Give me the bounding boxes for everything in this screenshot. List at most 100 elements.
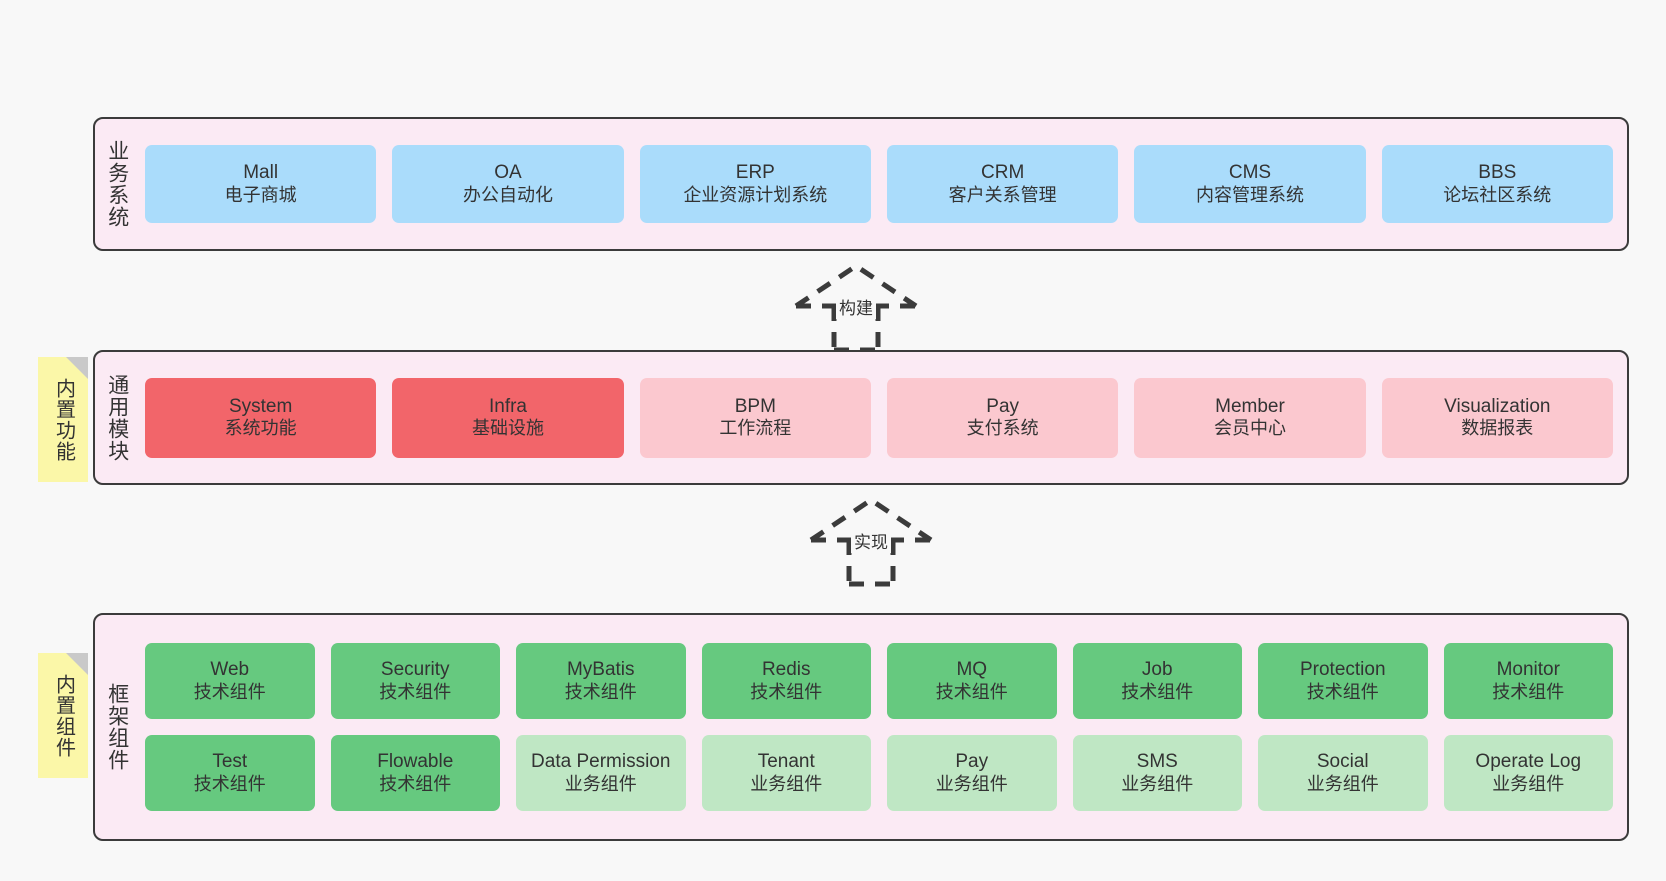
card-subtitle: 技术组件 — [193, 773, 266, 794]
card-title: CMS — [1228, 162, 1272, 184]
card-monitor[interactable]: Monitor 技术组件 — [1443, 643, 1613, 719]
card-subtitle: 办公自动化 — [462, 184, 553, 205]
card-oa[interactable]: OA 办公自动化 — [392, 145, 624, 223]
layer-label-framework-components: 框架组件 — [105, 683, 129, 771]
card-subtitle: 数据报表 — [1461, 418, 1534, 439]
card-title: Mall — [243, 162, 279, 184]
card-title: Member — [1215, 395, 1285, 417]
layer-body-business-systems: Mall 电子商城 OA 办公自动化 ERP 企业资源计划系统 CRM 客户关系… — [139, 119, 1627, 249]
card-data-permission[interactable]: Data Permission 业务组件 — [516, 735, 686, 811]
card-flowable[interactable]: Flowable 技术组件 — [330, 735, 500, 811]
sticky-note-builtin-components: 内置组件 — [38, 653, 88, 778]
sticky-note-label: 内置组件 — [52, 673, 75, 758]
card-title: Pay — [955, 751, 989, 773]
card-title: Infra — [488, 395, 527, 417]
card-row: System 系统功能 Infra 基础设施 BPM 工作流程 Pay 支付系统… — [145, 377, 1613, 458]
card-tenant[interactable]: Tenant 业务组件 — [701, 735, 871, 811]
card-title: CRM — [981, 162, 1025, 184]
card-subtitle: 技术组件 — [564, 681, 637, 702]
card-subtitle: 论坛社区系统 — [1443, 184, 1552, 205]
card-crm[interactable]: CRM 客户关系管理 — [886, 145, 1119, 223]
card-infra[interactable]: Infra 基础设施 — [392, 377, 624, 458]
card-title: Redis — [761, 659, 811, 681]
card-cms[interactable]: CMS 内容管理系统 — [1134, 145, 1366, 223]
layer-body-common-modules: System 系统功能 Infra 基础设施 BPM 工作流程 Pay 支付系统… — [139, 352, 1627, 483]
card-mq[interactable]: MQ 技术组件 — [887, 643, 1057, 719]
card-row: Web 技术组件 Security 技术组件 MyBatis 技术组件 Redi… — [145, 643, 1613, 719]
card-title: Pay — [986, 395, 1020, 417]
card-subtitle: 技术组件 — [193, 681, 266, 702]
card-redis[interactable]: Redis 技术组件 — [701, 643, 871, 719]
card-security[interactable]: Security 技术组件 — [330, 643, 500, 719]
card-subtitle: 客户关系管理 — [948, 184, 1057, 205]
connector-implement: 实现 — [781, 490, 961, 587]
card-subtitle: 技术组件 — [379, 681, 452, 702]
card-member[interactable]: Member 会员中心 — [1134, 377, 1366, 458]
card-subtitle: 业务组件 — [564, 773, 637, 794]
layer-business-systems: 业务系统 Mall 电子商城 OA 办公自动化 ERP 企业资源计划系统 CRM… — [93, 117, 1629, 251]
card-subtitle: 技术组件 — [1492, 681, 1565, 702]
card-subtitle: 会员中心 — [1213, 418, 1286, 439]
card-subtitle: 基础设施 — [471, 418, 544, 439]
card-title: Protection — [1299, 659, 1386, 681]
card-title: System — [228, 395, 293, 417]
card-title: MyBatis — [566, 659, 635, 681]
card-subtitle: 技术组件 — [379, 773, 452, 794]
card-title: ERP — [735, 162, 775, 184]
card-title: SMS — [1136, 751, 1178, 773]
card-subtitle: 电子商城 — [224, 184, 297, 205]
card-subtitle: 支付系统 — [966, 418, 1039, 439]
sticky-note-builtin-features: 内置功能 — [38, 357, 88, 482]
card-subtitle: 业务组件 — [1492, 773, 1565, 794]
card-system[interactable]: System 系统功能 — [145, 377, 377, 458]
card-title: BBS — [1478, 162, 1517, 184]
card-job[interactable]: Job 技术组件 — [1072, 643, 1242, 719]
card-subtitle: 技术组件 — [1306, 681, 1379, 702]
connector-label-build: 构建 — [836, 294, 876, 319]
card-pay-component[interactable]: Pay 业务组件 — [887, 735, 1057, 811]
connector-label-implement: 实现 — [851, 528, 891, 553]
card-mall[interactable]: Mall 电子商城 — [145, 145, 377, 223]
card-protection[interactable]: Protection 技术组件 — [1258, 643, 1428, 719]
card-title: Job — [1141, 659, 1173, 681]
card-bbs[interactable]: BBS 论坛社区系统 — [1381, 145, 1613, 223]
card-sms[interactable]: SMS 业务组件 — [1072, 735, 1242, 811]
card-subtitle: 技术组件 — [935, 681, 1008, 702]
card-social[interactable]: Social 业务组件 — [1258, 735, 1428, 811]
card-pay-module[interactable]: Pay 支付系统 — [886, 377, 1119, 458]
card-erp[interactable]: ERP 企业资源计划系统 — [639, 145, 871, 223]
card-subtitle: 业务组件 — [750, 773, 823, 794]
connector-build: 构建 — [766, 256, 946, 353]
card-title: MQ — [956, 659, 988, 681]
layer-body-framework-components: Web 技术组件 Security 技术组件 MyBatis 技术组件 Redi… — [139, 615, 1627, 839]
card-web[interactable]: Web 技术组件 — [145, 643, 315, 719]
card-title: Security — [380, 659, 450, 681]
card-bpm[interactable]: BPM 工作流程 — [639, 377, 871, 458]
card-row: Mall 电子商城 OA 办公自动化 ERP 企业资源计划系统 CRM 客户关系… — [145, 145, 1613, 223]
card-subtitle: 业务组件 — [1121, 773, 1194, 794]
card-title: Test — [212, 751, 248, 773]
card-title: Social — [1316, 751, 1369, 773]
card-title: Operate Log — [1475, 751, 1582, 773]
card-row: Test 技术组件 Flowable 技术组件 Data Permission … — [145, 735, 1613, 811]
card-subtitle: 业务组件 — [935, 773, 1008, 794]
layer-common-modules: 通用模块 System 系统功能 Infra 基础设施 BPM 工作流程 Pay… — [93, 350, 1629, 485]
sticky-note-label: 内置功能 — [52, 377, 75, 462]
card-subtitle: 企业资源计划系统 — [683, 184, 828, 205]
card-title: Tenant — [757, 751, 815, 773]
layer-label-business-systems: 业务系统 — [105, 140, 129, 228]
card-operate-log[interactable]: Operate Log 业务组件 — [1443, 735, 1613, 811]
card-subtitle: 技术组件 — [750, 681, 823, 702]
card-subtitle: 技术组件 — [1121, 681, 1194, 702]
card-title: OA — [494, 162, 522, 184]
card-visualization[interactable]: Visualization 数据报表 — [1381, 377, 1613, 458]
card-subtitle: 系统功能 — [224, 418, 297, 439]
card-mybatis[interactable]: MyBatis 技术组件 — [516, 643, 686, 719]
card-title: Flowable — [377, 751, 454, 773]
card-title: Data Permission — [531, 751, 671, 773]
card-subtitle: 内容管理系统 — [1195, 184, 1304, 205]
layer-label-common-modules: 通用模块 — [105, 373, 129, 462]
layer-framework-components: 框架组件 Web 技术组件 Security 技术组件 MyBatis 技术组件… — [93, 613, 1629, 841]
card-test[interactable]: Test 技术组件 — [145, 735, 315, 811]
